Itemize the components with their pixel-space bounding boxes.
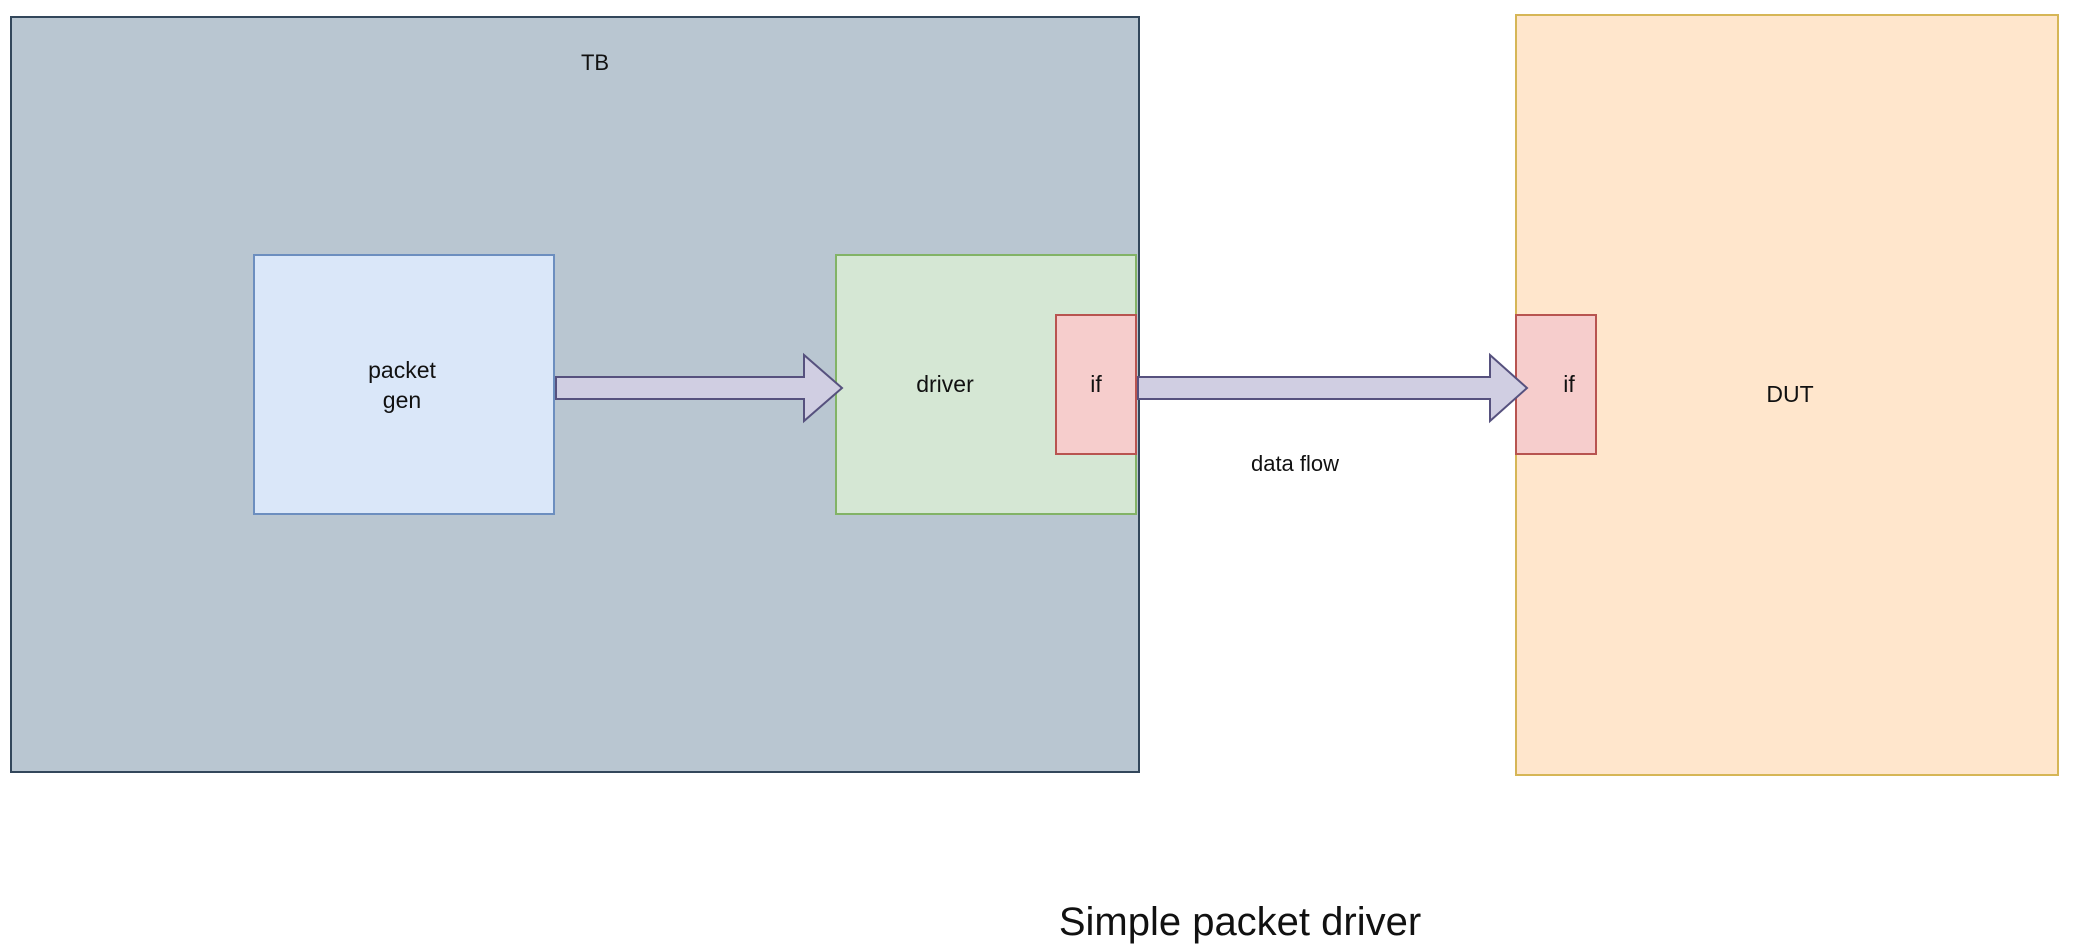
driver-interface-label: if [1090, 370, 1102, 397]
data-flow-label: data flow [1250, 451, 1340, 476]
dut-label: DUT [1766, 380, 1814, 407]
dut-interface-box [1515, 314, 1597, 455]
packet-gen-box [253, 254, 555, 515]
diagram-title: Simple packet driver [1058, 899, 1422, 944]
testbench-label: TB [580, 50, 610, 75]
dut-box [1515, 14, 2059, 776]
driver-label: driver [916, 370, 974, 397]
driver-interface-box [1055, 314, 1137, 455]
packet-gen-label: packet gen [368, 357, 436, 413]
packet-gen-to-driver-arrow [555, 352, 844, 424]
dut-interface-label: if [1563, 370, 1575, 397]
data-flow-arrow [1137, 352, 1529, 424]
